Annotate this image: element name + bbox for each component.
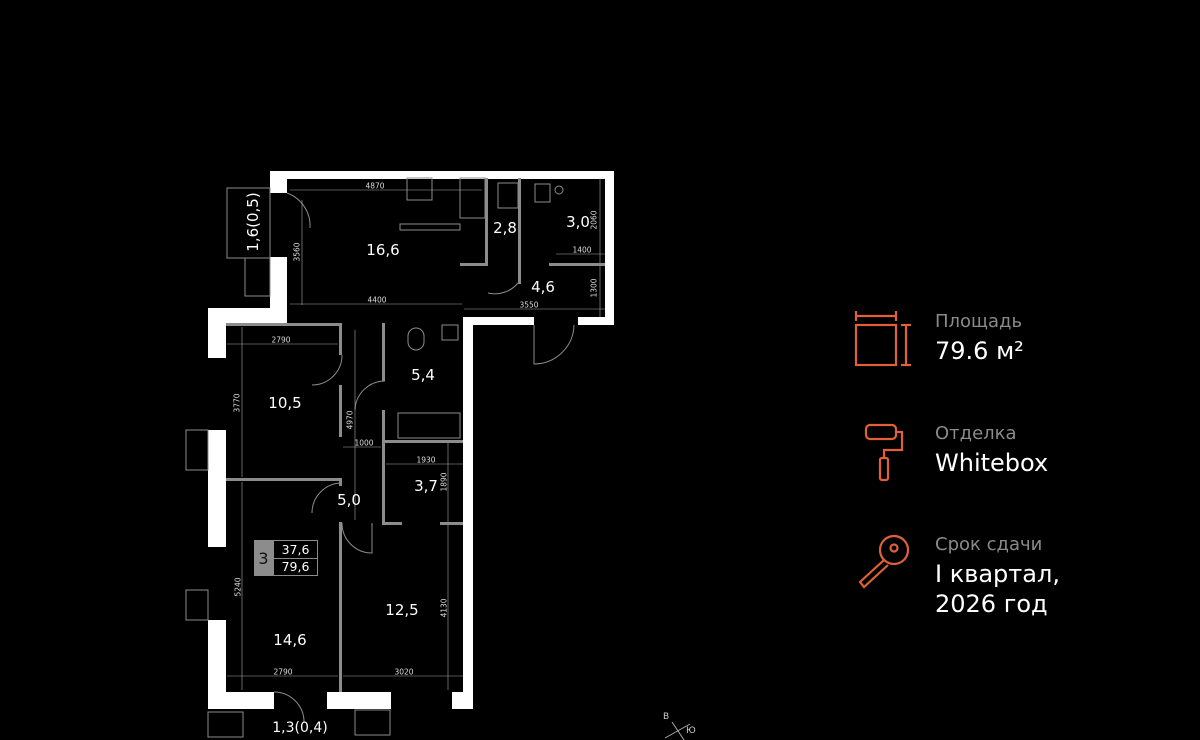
apartment-badge: 3 37,6 79,6: [254, 540, 318, 576]
dimension: 2060: [589, 210, 599, 230]
dimension: 2790: [273, 667, 293, 677]
paint-roller-icon: [864, 423, 904, 482]
area-icon: [854, 311, 911, 367]
compass-east: В: [663, 712, 670, 722]
room-kitchen-living-area: 16,6: [366, 241, 400, 259]
room-bedroom-3-area: 14,6: [273, 631, 307, 649]
delivery-value-line2: 2026 год: [935, 590, 1048, 618]
dimension: 3560: [292, 242, 302, 262]
dimension: 1930: [416, 455, 436, 465]
compass-icon: [664, 721, 691, 740]
interior-walls: [226, 178, 605, 692]
room-bathroom-small-area: 2,8: [493, 219, 517, 237]
dimension: 5240: [233, 577, 243, 597]
balcony-1-area: 1,6(0,5): [244, 192, 262, 252]
room-bedroom-1-area: 10,5: [268, 394, 302, 412]
room-storage-area: 3,7: [414, 477, 438, 495]
room-count: 3: [254, 540, 273, 576]
dimension: 3550: [519, 300, 539, 310]
balcony-2-area: 1,3(0,4): [272, 720, 328, 736]
fixtures: [185, 177, 575, 738]
room-hall-entry-area: 4,6: [531, 278, 555, 296]
area-label: Площадь: [935, 311, 1023, 332]
dimension: 1890: [439, 472, 449, 492]
finish-value: Whitebox: [935, 449, 1049, 477]
dimension: 4130: [439, 598, 449, 618]
delivery-label: Срок сдачи: [935, 534, 1043, 555]
dimension: 4400: [367, 295, 387, 305]
dimension: 1000: [354, 438, 374, 448]
exterior-walls: [208, 171, 614, 709]
dimension: 3770: [232, 393, 242, 413]
dimension: 4870: [365, 181, 385, 191]
room-corridor-area: 5,0: [337, 491, 361, 509]
total-area: 79,6: [281, 559, 310, 575]
dimension: 1300: [589, 278, 599, 298]
room-bedroom-2-area: 12,5: [385, 601, 419, 619]
info-area: Площадь 79.6 м²: [935, 311, 1024, 366]
living-area: 37,6: [274, 541, 317, 559]
key-icon: [858, 534, 910, 589]
room-laundry-area: 3,0: [566, 213, 590, 231]
delivery-value-line1: I квартал,: [935, 560, 1060, 588]
dimension: 2790: [271, 335, 291, 345]
info-finish: Отделка Whitebox: [935, 423, 1048, 478]
area-value: 79.6 м²: [935, 337, 1024, 365]
info-delivery: Срок сдачи I квартал, 2026 год: [935, 534, 1060, 619]
dimension-lines: [227, 178, 605, 690]
dimension: 4970: [345, 410, 355, 430]
dimension: 1400: [572, 245, 592, 255]
compass-south: Ю: [686, 726, 696, 736]
finish-label: Отделка: [935, 423, 1017, 444]
room-bathroom-area: 5,4: [411, 366, 435, 384]
badge-areas: 37,6 79,6: [273, 540, 318, 576]
dimension: 3020: [394, 667, 414, 677]
